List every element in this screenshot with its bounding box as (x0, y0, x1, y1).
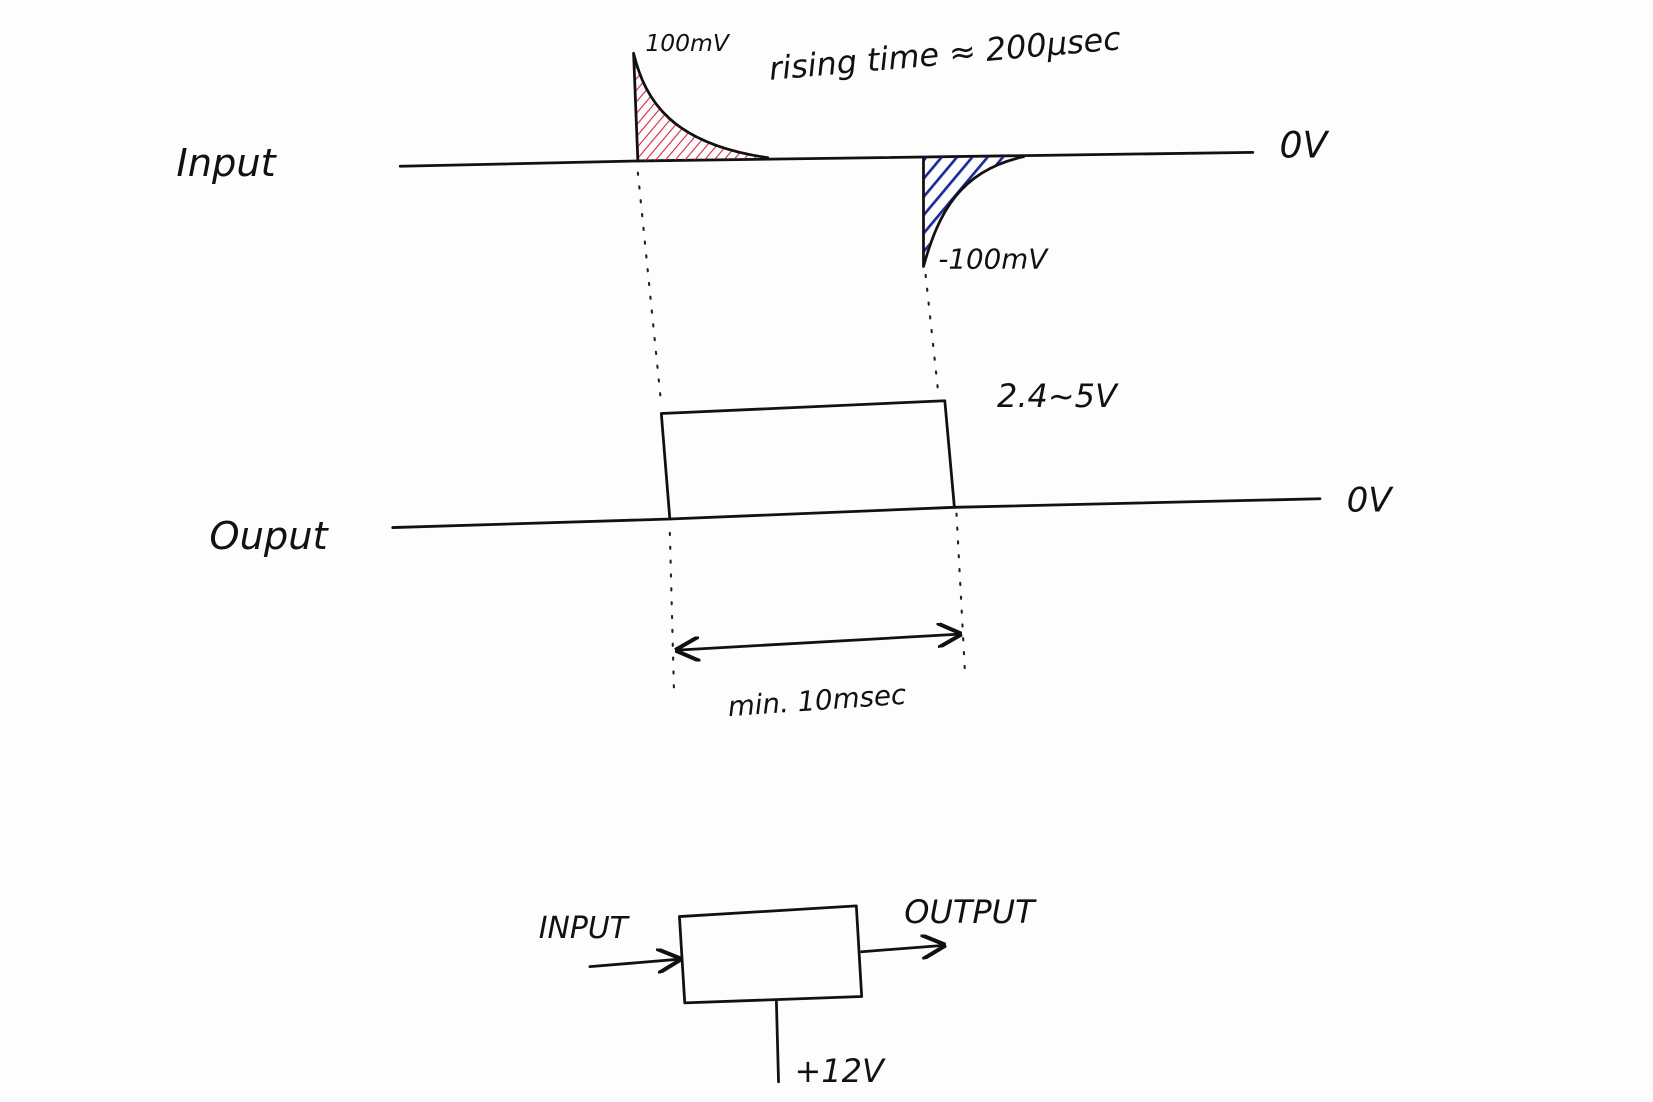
negative-peak-label: -100mV (938, 243, 1049, 276)
guide-width-left (668, 531, 676, 696)
input-baseline (398, 151, 1255, 168)
output-zero-volt-label: 0V (1347, 481, 1395, 521)
output-pulse-bottom (668, 505, 956, 521)
block-output-label: OUTPUT (904, 893, 1037, 931)
output-pulse (391, 399, 1322, 529)
input-zero-volt-label: 0V (1279, 124, 1329, 167)
input-label: Input (176, 141, 277, 186)
circuit-block (678, 904, 864, 1005)
high-level-label: 2.4~5V (997, 377, 1119, 415)
guide-width-right (955, 512, 967, 675)
guide-rising (636, 171, 663, 407)
pulse-width-arrow (677, 634, 959, 650)
guide-falling (924, 273, 940, 396)
output-label: Ouput (209, 514, 329, 559)
negative-spike-fill (923, 156, 1024, 262)
supply-line (775, 1000, 780, 1084)
positive-peak-label: 100mV (645, 29, 731, 57)
output-arrow (860, 945, 944, 951)
positive-spike (632, 51, 770, 163)
positive-spike-fill (633, 55, 768, 161)
block-input-label: INPUT (539, 911, 631, 946)
input-arrow (588, 959, 680, 966)
pulse-width-label: min. 10msec (727, 678, 908, 723)
supply-label: +12V (795, 1052, 886, 1090)
negative-spike (922, 155, 1026, 268)
rising-time-label: rising time ≈ 200μsec (767, 19, 1122, 88)
